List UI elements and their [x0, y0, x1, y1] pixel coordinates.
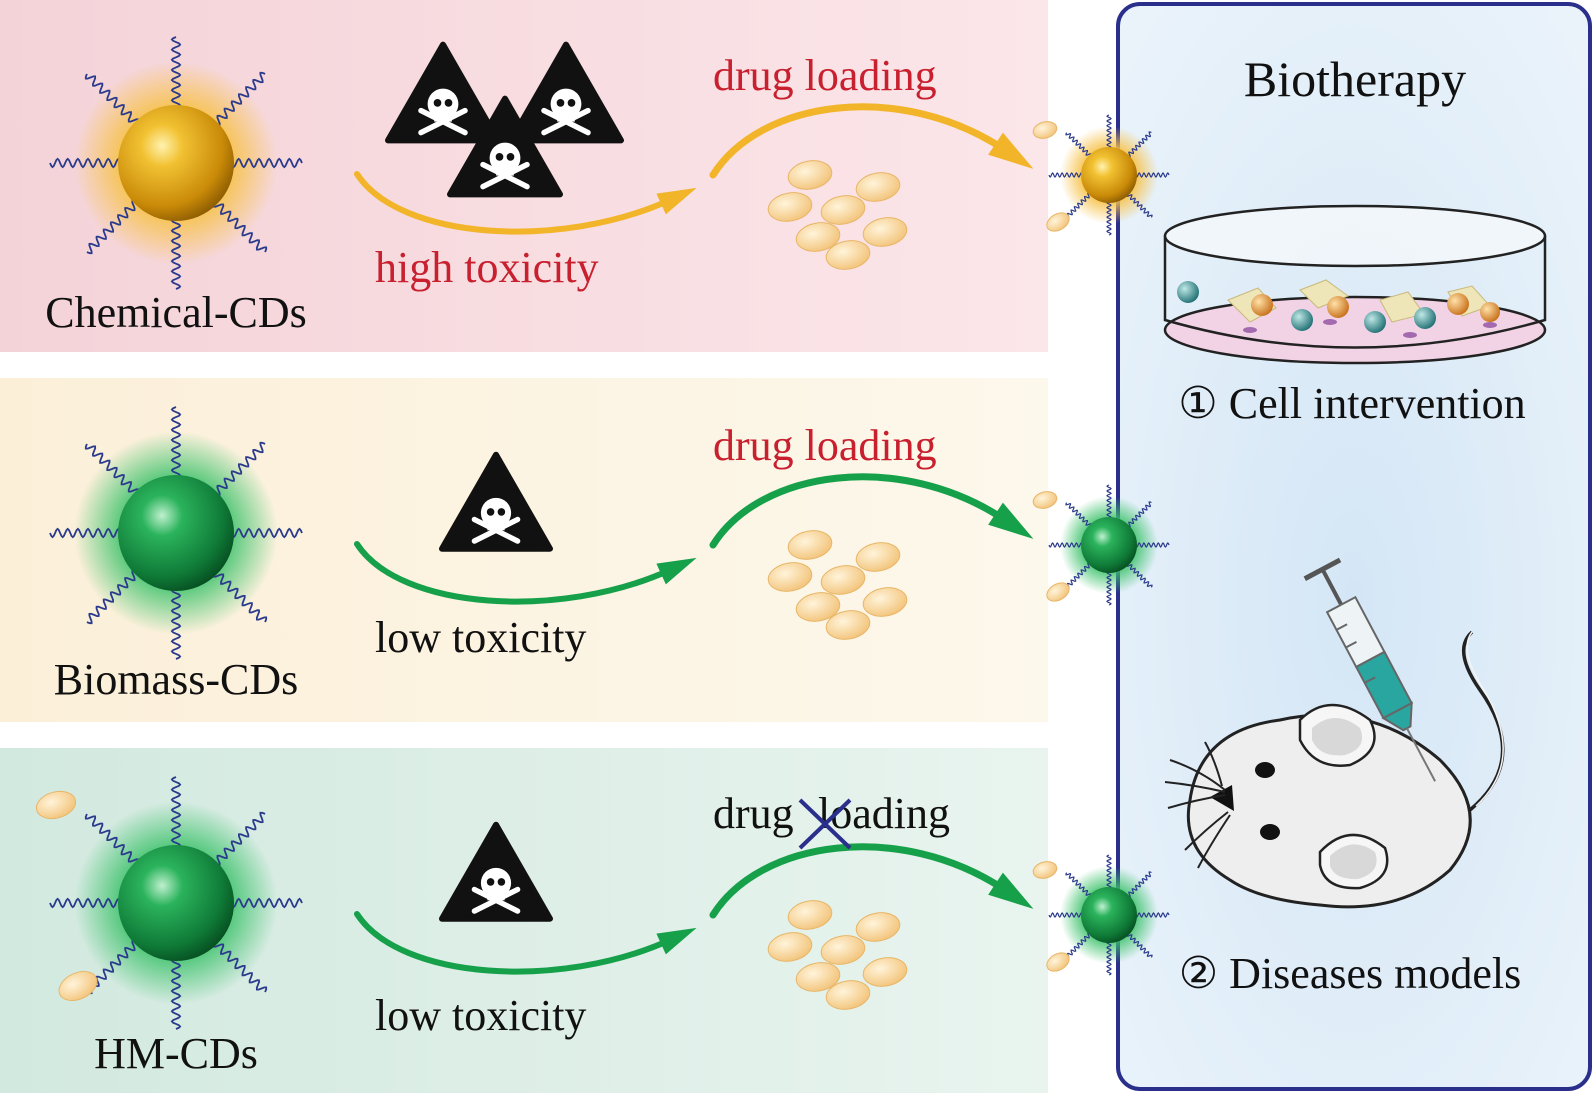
cd-name-label: Biomass-CDs	[54, 655, 298, 704]
carbon-dot-large-icon	[49, 36, 303, 290]
right-arrow	[709, 103, 1034, 179]
drug-molecule-icon	[1046, 952, 1070, 972]
drug-molecule-icon	[795, 962, 841, 992]
drug-molecule-icon	[1046, 582, 1070, 602]
row-chemical-cds: Chemical-CDs high toxicity drug loading	[45, 36, 1170, 337]
drug-molecule-icon	[767, 562, 813, 592]
drug-molecule-icon	[862, 587, 908, 617]
toxicity-label: low toxicity	[375, 991, 586, 1040]
hazard-skull-icon	[385, 41, 501, 144]
cross-mark-icon	[798, 798, 852, 850]
loading-label: loading	[818, 789, 950, 838]
hazard-skull-icon	[439, 451, 553, 552]
biotherapy-panel	[1116, 2, 1592, 1091]
drug-molecule-icon	[787, 160, 833, 190]
petri-dish-icon	[1163, 204, 1547, 365]
right-arrow	[709, 473, 1034, 549]
cd-name-label: HM-CDs	[94, 1029, 258, 1078]
biotherapy-title: Biotherapy	[1244, 51, 1466, 107]
drug-molecule-icon	[825, 610, 871, 640]
drug-molecule-icon	[862, 957, 908, 987]
row-hm-cds: HM-CDs low toxicity drug loading	[35, 776, 1170, 1078]
carbon-dot-small-icon	[1048, 854, 1170, 976]
drug-molecule-icon	[1032, 491, 1058, 509]
drug-molecule-icon	[1032, 861, 1058, 879]
drug-molecule-icon	[1032, 121, 1058, 139]
hazard-skull-icon	[508, 41, 624, 144]
mouse-icon	[1164, 630, 1505, 909]
drug-molecule-icon	[825, 240, 871, 270]
hazard-skull-icon	[439, 821, 553, 922]
left-arrow	[354, 171, 697, 235]
row-biomass-cds: Biomass-CDs low toxicity drug loading	[49, 406, 1170, 704]
right-arrow	[709, 843, 1034, 919]
carbon-dot-large-icon	[49, 776, 303, 1030]
drug-molecule-icon	[855, 912, 901, 942]
drug-loading-label: drug loading	[713, 51, 937, 100]
drug-label: drug	[713, 789, 794, 838]
drug-molecule-icon	[58, 970, 98, 1002]
toxicity-label: high toxicity	[375, 243, 599, 292]
left-arrow	[354, 911, 697, 975]
drug-molecule-icon	[795, 592, 841, 622]
drug-molecule-icon	[767, 192, 813, 222]
drug-molecule-icon	[35, 790, 77, 820]
drug-molecule-icon	[820, 195, 866, 225]
drug-molecule-icon	[820, 935, 866, 965]
carbon-dot-small-icon	[1048, 114, 1170, 236]
drug-molecule-icon	[820, 565, 866, 595]
diseases-models-label: ② Diseases models	[1179, 949, 1522, 998]
drug-molecule-icon	[795, 222, 841, 252]
drug-molecule-icon	[767, 932, 813, 962]
cell-intervention-label: ① Cell intervention	[1178, 379, 1525, 428]
drug-loading-label: drug loading	[713, 421, 937, 470]
drug-molecule-icon	[825, 980, 871, 1010]
cd-name-label: Chemical-CDs	[45, 288, 307, 337]
hazard-skull-icon	[447, 95, 563, 198]
drug-molecule-icon	[787, 900, 833, 930]
drug-molecule-icon	[862, 217, 908, 247]
toxicity-label: low toxicity	[375, 613, 586, 662]
drug-molecule-icon	[1046, 212, 1070, 232]
drug-molecule-icon	[855, 542, 901, 572]
left-arrow	[354, 541, 697, 605]
drug-molecule-icon	[787, 530, 833, 560]
drug-molecule-icon	[855, 172, 901, 202]
carbon-dot-large-icon	[49, 406, 303, 660]
carbon-dot-small-icon	[1048, 484, 1170, 606]
syringe-icon	[1303, 557, 1436, 782]
